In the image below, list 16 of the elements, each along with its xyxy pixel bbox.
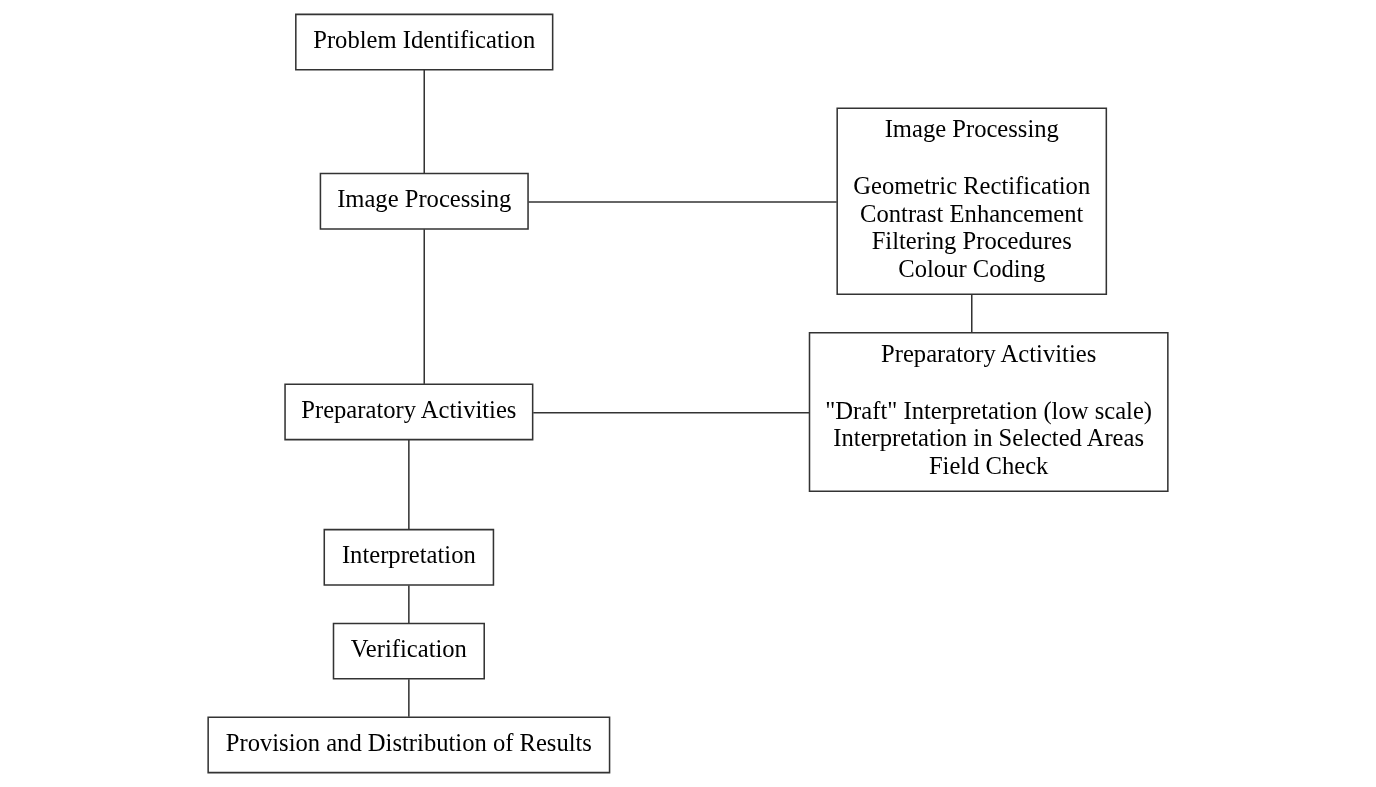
connector <box>532 411 811 414</box>
node-box: Verification <box>332 622 485 680</box>
node-box: Interpretation <box>323 528 495 586</box>
node-box: Provision and Distribution of Results <box>207 716 611 774</box>
connector <box>408 584 410 624</box>
node-box: Image Processing <box>319 172 529 230</box>
connector <box>527 201 838 203</box>
node-box: Preparatory Activities "Draft" Interpretation (low scale) Interpretation in Selected Areas Field Check <box>808 332 1169 492</box>
connector <box>423 228 425 385</box>
connector <box>971 294 973 334</box>
node-box: Image Processing Geometric Rectification Contrast Enhancement Filtering Procedures Colour Coding <box>836 107 1108 296</box>
connector <box>408 439 410 531</box>
node-box: Problem Identification <box>295 13 554 71</box>
connector <box>423 69 425 175</box>
connector <box>408 678 410 718</box>
node-box: Preparatory Activities <box>284 383 534 441</box>
